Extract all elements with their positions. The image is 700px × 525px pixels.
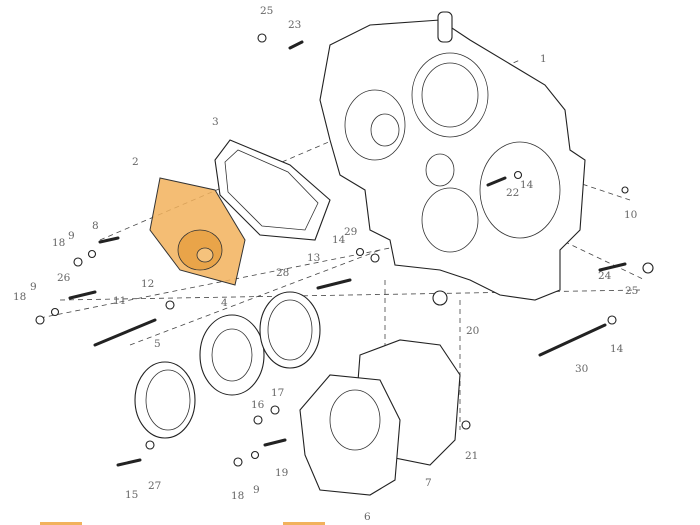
gasket-3 — [214, 139, 331, 241]
cover-6 — [299, 374, 401, 496]
callout: 9 — [253, 484, 260, 496]
callout: 25 — [260, 5, 273, 17]
callout: 13 — [307, 252, 320, 264]
callout: 21 — [465, 450, 478, 462]
callout: 30 — [575, 363, 588, 375]
callout: 25 — [625, 285, 638, 297]
oil-seal-5 — [134, 361, 196, 439]
callout: 26 — [57, 272, 71, 284]
callout: 19 — [275, 467, 288, 479]
callout: 23 — [288, 19, 301, 31]
callout-labels: 25 23 1 3 2 14 22 10 8 9 18 29 14 13 24 … — [13, 5, 638, 523]
seal-housing-4 — [199, 314, 265, 396]
callout: 4 — [221, 297, 228, 309]
callout: 6 — [364, 511, 371, 523]
callout: 18 — [231, 490, 244, 502]
gasket-28 — [259, 291, 321, 369]
cover-plate-2-highlighted — [149, 177, 246, 286]
callout: 18 — [13, 291, 26, 303]
timing-gear-housing — [319, 11, 586, 301]
callout: 2 — [132, 156, 139, 168]
callout: 3 — [212, 116, 219, 128]
callout: 9 — [68, 230, 75, 242]
callout: 16 — [251, 399, 265, 411]
callout: 11 — [113, 295, 126, 307]
callout: 8 — [92, 220, 99, 232]
callout: 18 — [52, 237, 65, 249]
callout: 28 — [276, 267, 289, 279]
callout: 15 — [125, 489, 138, 501]
callout: 29 — [344, 226, 357, 238]
callout: 27 — [148, 480, 161, 492]
callout: 14 — [332, 234, 346, 246]
highlight-bar-left — [40, 522, 82, 525]
callout: 9 — [30, 281, 37, 293]
highlight-bar-right — [283, 522, 325, 525]
callout: 14 — [610, 343, 624, 355]
callout: 12 — [141, 278, 154, 290]
callout: 10 — [624, 209, 637, 221]
callout: 24 — [598, 270, 612, 282]
fasteners — [35, 33, 654, 467]
callout: 14 — [520, 179, 534, 191]
callout: 7 — [425, 477, 432, 489]
callout: 5 — [154, 338, 161, 350]
callout: 1 — [540, 53, 547, 65]
callout: 17 — [271, 387, 284, 399]
callout: 22 — [506, 187, 519, 199]
callout: 20 — [466, 325, 479, 337]
